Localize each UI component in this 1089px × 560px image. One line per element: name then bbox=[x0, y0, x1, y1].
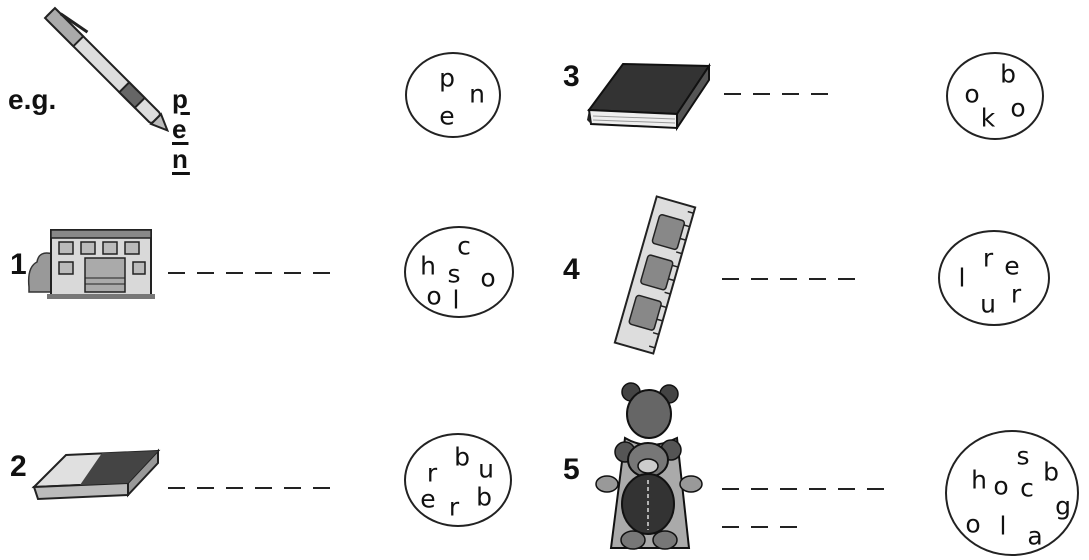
letter-circle: r e l u r bbox=[938, 230, 1050, 326]
letter-circle: b r u e r b bbox=[404, 433, 512, 527]
circle-letter: b bbox=[1000, 59, 1016, 89]
book-icon bbox=[587, 62, 711, 132]
letter-circle: s h b o c g o l a bbox=[945, 430, 1079, 556]
circle-letter: u bbox=[980, 289, 996, 319]
answer-blanks[interactable] bbox=[168, 272, 330, 274]
item-number: 3 bbox=[563, 60, 580, 93]
answer-blanks-second-word[interactable] bbox=[722, 526, 797, 528]
circle-letter: e bbox=[420, 484, 436, 514]
item-number: 4 bbox=[563, 253, 580, 286]
circle-letter: c bbox=[1020, 473, 1034, 503]
example-answer-letter: n bbox=[172, 144, 190, 174]
item-number: 1 bbox=[10, 248, 27, 281]
example-label: e.g. bbox=[8, 84, 57, 115]
answer-blanks[interactable] bbox=[724, 93, 828, 95]
letter-circle: c h s o o l bbox=[404, 226, 514, 318]
pen-icon bbox=[43, 6, 170, 133]
circle-letter: l bbox=[999, 511, 1007, 541]
item-number: 5 bbox=[563, 453, 580, 486]
letter-circle: b o o k bbox=[946, 52, 1044, 140]
circle-letter: s bbox=[447, 259, 461, 289]
circle-letter: h bbox=[971, 465, 987, 495]
circle-letter: o bbox=[965, 509, 981, 539]
example-answer-letter: e bbox=[172, 114, 189, 144]
circle-letter: b bbox=[454, 442, 470, 472]
circle-letter: e bbox=[1004, 251, 1020, 281]
circle-letter: o bbox=[426, 281, 442, 311]
circle-letter: c bbox=[457, 231, 471, 261]
circle-letter: o bbox=[1010, 93, 1026, 123]
example-answer: pen bbox=[172, 84, 198, 174]
circle-letter: k bbox=[980, 103, 996, 133]
circle-letter: r bbox=[448, 492, 460, 522]
item-number: 2 bbox=[10, 450, 27, 483]
circle-letter: b bbox=[1043, 457, 1059, 487]
circle-letter: l bbox=[452, 285, 460, 315]
answer-blanks[interactable] bbox=[722, 278, 855, 280]
answer-blanks[interactable] bbox=[722, 488, 884, 490]
circle-letter: n bbox=[469, 79, 485, 109]
circle-letter: g bbox=[1055, 491, 1071, 521]
answer-blanks[interactable] bbox=[168, 487, 330, 489]
circle-letter: b bbox=[476, 482, 492, 512]
circle-letter: l bbox=[958, 263, 966, 293]
school-building-icon bbox=[27, 229, 155, 299]
circle-letter: u bbox=[478, 454, 494, 484]
example-letter-circle: p n e bbox=[405, 52, 501, 138]
circle-letter: a bbox=[1027, 521, 1043, 551]
circle-letter: r bbox=[982, 243, 994, 273]
girl-with-teddy-bear-icon bbox=[595, 382, 703, 550]
circle-letter: o bbox=[993, 471, 1009, 501]
circle-letter: r bbox=[1010, 279, 1022, 309]
circle-letter: s bbox=[1016, 441, 1030, 471]
circle-letter: h bbox=[420, 251, 436, 281]
example-answer-letter: p bbox=[172, 84, 190, 114]
eraser-icon bbox=[31, 448, 161, 501]
circle-letter: p bbox=[439, 63, 455, 93]
circle-letter: o bbox=[480, 263, 496, 293]
ruler-icon bbox=[613, 195, 697, 355]
circle-letter: o bbox=[964, 79, 980, 109]
circle-letter: r bbox=[426, 458, 438, 488]
circle-letter: e bbox=[439, 101, 455, 131]
